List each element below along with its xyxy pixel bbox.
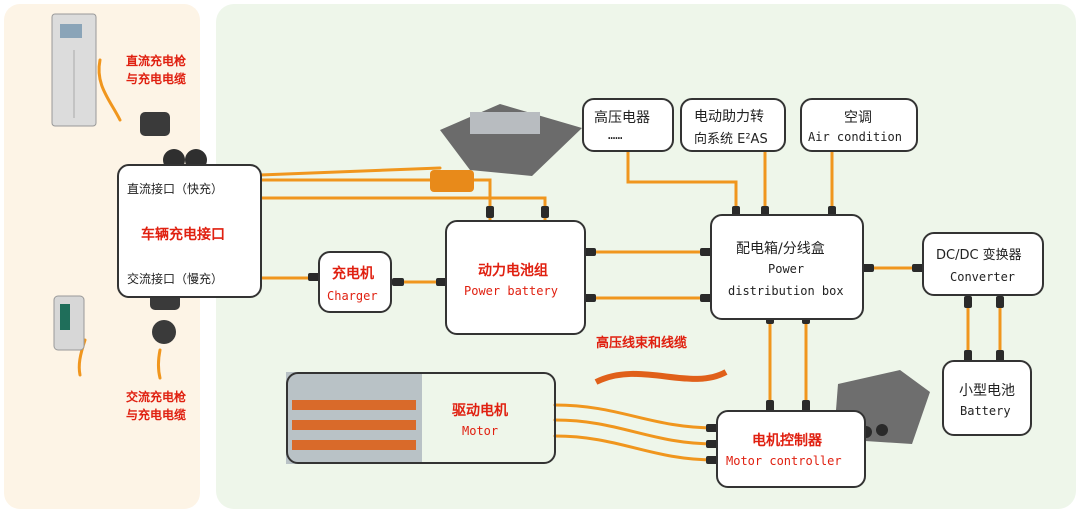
connector-node	[996, 350, 1004, 362]
motor-factory-photo	[286, 372, 422, 464]
charger-en-label: Charger	[327, 289, 378, 303]
charging-port-box: 直流接口（快充） 车辆充电接口 交流接口（慢充）	[117, 164, 262, 298]
dcdc-en-label: Converter	[950, 270, 1016, 284]
pdu-en-label-line1: Power	[768, 262, 805, 276]
dcdc-zh-label: DC/DC 变换器	[936, 248, 1022, 263]
hv-devices-en-label: ……	[608, 128, 623, 142]
wire-left-ac-cable-2	[157, 348, 162, 380]
motor-box: 驱动电机 Motor	[286, 372, 556, 464]
pdu-en-label-line2: distribution box	[728, 284, 844, 298]
motor-controller-zh-label: 电机控制器	[752, 433, 822, 449]
dc-charger-label-line2: 与充电电缆	[126, 72, 187, 86]
ac-charger-label-line1: 交流充电枪	[126, 390, 187, 404]
connector-node	[584, 248, 596, 256]
ac-en-label: Air condition	[808, 130, 902, 144]
ac-charging-station-illustration	[53, 295, 85, 351]
motor-controller-en-label: Motor controller	[726, 454, 842, 468]
hv-devices-box: 高压电器 ……	[582, 98, 674, 152]
eps-line1-label: 电动助力转	[694, 109, 764, 125]
eps-line2-label: 向系统 E²AS	[694, 132, 768, 147]
dc-charger-label: 直流充电枪 与充电电缆	[126, 52, 186, 88]
pdu-zh-label: 配电箱/分线盒	[736, 241, 825, 257]
ac-charger-label: 交流充电枪 与充电电缆	[126, 388, 186, 424]
battery-zh-label: 动力电池组	[478, 263, 548, 279]
dc-charger-label-line1: 直流充电枪	[126, 54, 187, 68]
connector-node	[706, 440, 718, 448]
wire-motor-to-controller-2	[553, 418, 718, 446]
wire-motor-to-controller-1	[553, 403, 718, 430]
ac-charger-label-line2: 与充电电缆	[126, 408, 187, 422]
wire-hv-devices-to-pdu	[626, 148, 738, 216]
connector-node	[700, 294, 712, 302]
small-battery-en-label: Battery	[960, 404, 1011, 418]
wire-dc-port-to-battery-2	[258, 196, 547, 222]
connector-node	[862, 264, 874, 272]
hv-harness-label: 高压线束和线缆	[596, 336, 688, 351]
pdu-box: 配电箱/分线盒 Power distribution box	[710, 214, 864, 320]
connector-node	[706, 456, 718, 464]
connector-node	[802, 400, 810, 412]
wire-motor-to-controller-3	[553, 434, 718, 462]
small-battery-box: 小型电池 Battery	[942, 360, 1032, 436]
motor-controller-box: 电机控制器 Motor controller	[716, 410, 866, 488]
dc-charging-station-illustration	[51, 13, 97, 127]
eps-box: 电动助力转 向系统 E²AS	[680, 98, 786, 152]
connector-node	[584, 294, 596, 302]
air-condition-box: 空调 Air condition	[800, 98, 918, 152]
wire-left-dc-cable	[97, 58, 122, 122]
connector-node	[964, 296, 972, 308]
ac-port-label: 交流接口（慢充）	[127, 272, 224, 286]
connector-node	[912, 264, 924, 272]
motor-en-label: Motor	[462, 424, 499, 438]
battery-pack-illustration	[430, 104, 582, 192]
small-battery-zh-label: 小型电池	[959, 383, 1015, 399]
connector-node	[766, 400, 774, 412]
wire-dc-port-to-battery-photo	[258, 166, 442, 177]
hv-harness-illustration	[588, 354, 730, 398]
connector-node	[541, 206, 549, 218]
power-battery-box: 动力电池组 Power battery	[445, 220, 586, 335]
charger-zh-label: 充电机	[332, 266, 374, 282]
dc-charging-plug-illustration	[140, 112, 207, 171]
dc-port-label: 直流接口（快充）	[127, 182, 224, 196]
battery-en-label: Power battery	[464, 284, 558, 298]
dcdc-box: DC/DC 变换器 Converter	[922, 232, 1044, 296]
connector-node	[392, 278, 404, 286]
charging-port-title: 车辆充电接口	[141, 227, 225, 243]
connector-node	[996, 296, 1004, 308]
ac-zh-label: 空调	[844, 110, 872, 126]
connector-node	[706, 424, 718, 432]
hv-devices-zh-label: 高压电器	[594, 110, 650, 126]
motor-zh-label: 驱动电机	[452, 403, 508, 419]
connector-node	[700, 248, 712, 256]
connector-node	[486, 206, 494, 218]
connector-node	[964, 350, 972, 362]
connector-node	[308, 273, 320, 281]
charger-box: 充电机 Charger	[318, 251, 392, 313]
